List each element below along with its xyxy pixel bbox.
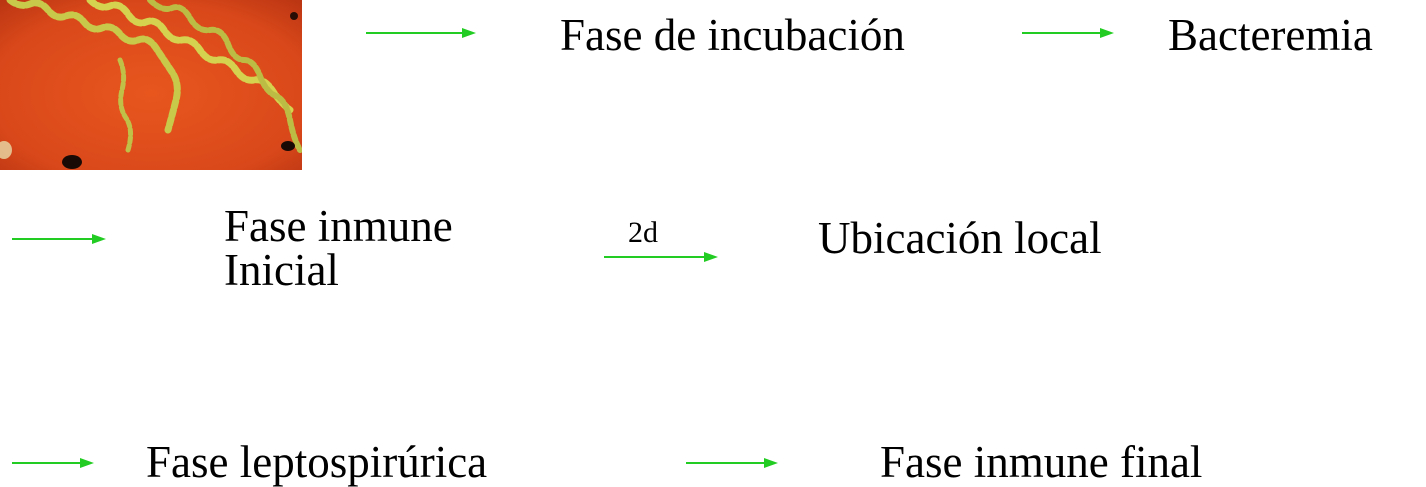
node-initial-immune-phase-line1: Fase inmune xyxy=(224,201,453,251)
arrow-leptospiruric-to-final-immune xyxy=(686,456,778,470)
arrow-to-initial-immune xyxy=(12,232,106,246)
arrow-to-incubation xyxy=(366,26,476,40)
node-initial-immune-phase-line2: Inicial xyxy=(224,245,339,295)
node-leptospiruric-phase: Fase leptospirúrica xyxy=(146,437,488,487)
arrow-incubation-to-bacteremia xyxy=(1022,26,1114,40)
arrow-to-leptospiruric xyxy=(12,456,94,470)
leptospira-micrograph-image xyxy=(0,0,302,170)
node-final-immune-phase: Fase inmune final xyxy=(880,437,1203,487)
node-bacteremia: Bacteremia xyxy=(1168,10,1373,60)
edge-label-two-days: 2d xyxy=(628,216,658,249)
node-local-location: Ubicación local xyxy=(818,213,1102,263)
arrow-initial-to-local xyxy=(604,250,718,264)
node-incubation-phase: Fase de incubación xyxy=(560,10,905,60)
